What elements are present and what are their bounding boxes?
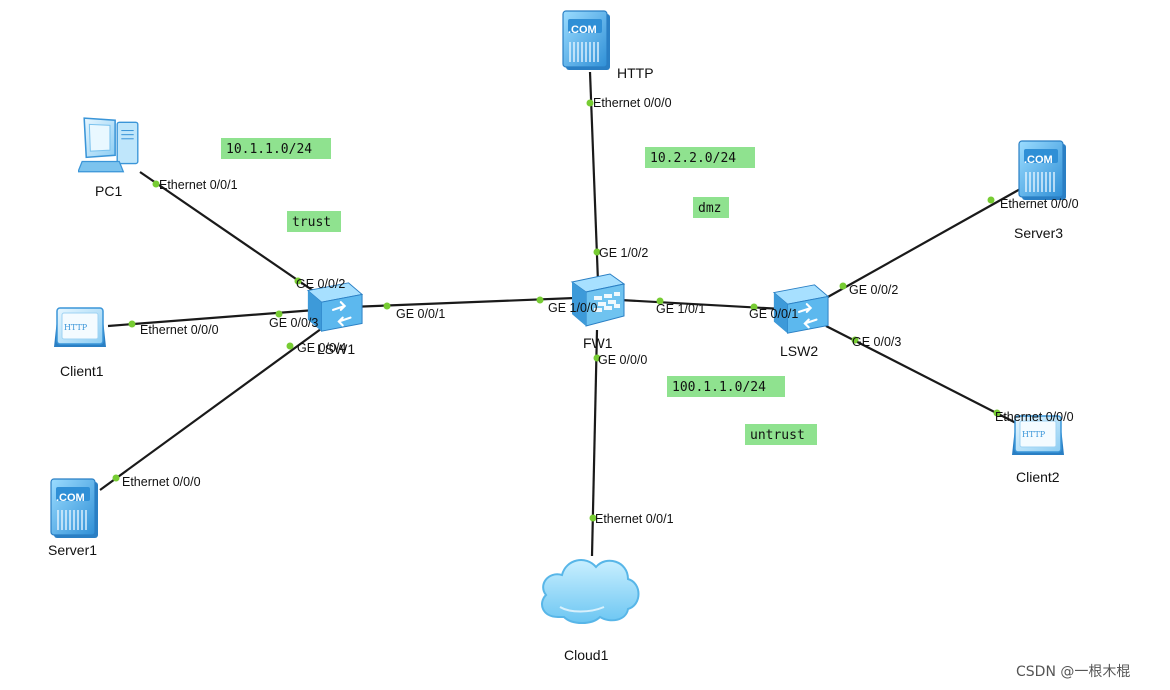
port-label-server1-eth: Ethernet 0/0/0 [122,475,201,489]
server-icon-text: .COM [568,24,597,36]
port-dot [383,302,391,310]
port-labels: Ethernet 0/0/0 GE 1/0/2 Ethernet 0/0/1 G… [122,96,1079,526]
pc-icon [78,117,139,173]
link-server1-lsw1 [99,325,326,491]
device-server3[interactable]: .COM Server3 [1014,140,1067,241]
tag-net-untrust: 100.1.1.0/24 [667,376,785,397]
device-label-lsw2: LSW2 [780,343,818,359]
port-label-lsw2-ge003: GE 0/0/3 [852,335,901,349]
device-client1[interactable]: HTTP Client1 [53,307,107,379]
port-label-fw-ge100: GE 1/0/0 [548,301,597,315]
server-com-icon [562,10,611,71]
server-com-icon [50,478,99,539]
port-label-lsw2-ge002: GE 0/0/2 [849,283,898,297]
port-dot [536,296,544,304]
device-client2[interactable]: HTTP Client2 [1011,415,1065,485]
port-label-cloud1-eth: Ethernet 0/0/1 [595,512,674,526]
port-label-lsw1-ge003: GE 0/0/3 [269,316,318,330]
tag-zone-dmz-text: dmz [698,201,721,216]
client-icon-text: HTTP [1022,430,1046,439]
port-label-fw-ge102: GE 1/0/2 [599,246,648,260]
device-label-lsw1: LSW1 [317,341,355,357]
port-dot [152,180,160,188]
port-dot [275,310,283,318]
device-label-fw1: FW1 [583,335,613,351]
zone-tags: 10.1.1.0/24 trust 10.2.2.0/24 dmz 100.1.… [221,138,817,445]
server-icon-text: .COM [1024,154,1053,166]
port-dot [993,409,1001,417]
port-label-client1-eth: Ethernet 0/0/0 [140,323,219,337]
device-lsw1[interactable]: LSW1 [306,281,364,357]
tag-net-untrust-text: 100.1.1.0/24 [672,380,766,395]
device-label-pc1: PC1 [95,183,122,199]
tag-net-trust: 10.1.1.0/24 [221,138,331,159]
link-pc1-lsw1 [139,171,316,293]
device-fw1[interactable]: FW1 [571,273,625,351]
device-lsw2[interactable]: LSW2 [772,283,830,359]
port-label-lsw1-ge001: GE 0/0/1 [396,307,445,321]
tag-zone-trust: trust [287,211,341,232]
port-dot [128,320,136,328]
tag-zone-untrust-text: untrust [750,428,805,443]
port-dot [851,336,859,344]
device-http[interactable]: .COM HTTP [562,10,654,81]
port-label-server3-eth: Ethernet 0/0/0 [1000,197,1079,211]
port-label-lsw1-ge002: GE 0/0/2 [296,277,345,291]
tag-net-dmz-text: 10.2.2.0/24 [650,151,736,166]
port-label-pc1-eth: Ethernet 0/0/1 [159,178,238,192]
port-label-fw-ge101: GE 1/0/1 [656,302,705,316]
port-dot [593,248,601,256]
device-label-http: HTTP [617,65,654,81]
port-dot [593,354,601,362]
tag-zone-untrust: untrust [745,424,817,445]
watermark: CSDN @一根木棍 [1016,664,1130,680]
tag-zone-dmz: dmz [693,197,729,218]
link-http-fw1 [588,71,600,283]
port-dot [286,342,294,350]
device-label-cloud1: Cloud1 [564,647,609,663]
device-label-client2: Client2 [1016,469,1060,485]
port-dot [839,282,847,290]
tag-zone-trust-text: trust [292,215,331,230]
server-com-icon [1018,140,1067,201]
server-icon-text: .COM [56,492,85,504]
device-server1[interactable]: .COM Server1 [48,478,99,558]
port-dot [656,297,664,305]
device-label-client1: Client1 [60,363,104,379]
cloud-icon [540,558,640,625]
link-lsw2-server3 [825,187,1023,299]
port-dot [294,277,302,285]
tag-net-trust-text: 10.1.1.0/24 [226,142,312,157]
port-label-http-eth: Ethernet 0/0/0 [593,96,672,110]
port-label-lsw1-ge004: GE 0/0/4 [297,341,346,355]
firewall-icon [571,273,625,327]
port-dot [589,514,597,522]
client-icon-text: HTTP [64,323,88,332]
port-label-lsw2-ge001: GE 0/0/1 [749,307,798,321]
device-pc1[interactable]: PC1 [78,117,139,199]
link-lsw2-client2 [825,325,1019,425]
tag-net-dmz: 10.2.2.0/24 [645,147,755,168]
links [99,71,1023,557]
port-dots [112,99,1001,522]
port-dot [586,99,594,107]
port-dot [112,474,120,482]
port-dot [750,303,758,311]
port-dot [987,196,995,204]
device-cloud1[interactable]: Cloud1 [540,558,640,663]
device-label-server1: Server1 [48,542,97,558]
device-label-server3: Server3 [1014,225,1063,241]
port-label-client2-eth: Ethernet 0/0/0 [995,410,1074,424]
port-label-fw-ge000: GE 0/0/0 [598,353,647,367]
